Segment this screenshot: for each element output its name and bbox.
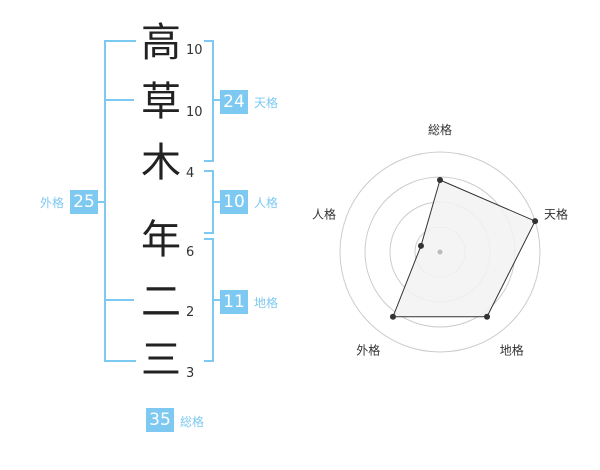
radar-point-2 <box>532 218 539 225</box>
stroke-count-6: 3 <box>186 366 195 381</box>
jinkaku-label: 人格 <box>254 196 279 210</box>
soukaku-label: 総格 <box>180 415 205 429</box>
stroke-count-2: 10 <box>186 105 203 120</box>
name-char-2: 草 <box>141 79 181 125</box>
jinkaku-value: 10 <box>220 190 248 214</box>
gaikaku-label: 外格 <box>40 196 65 210</box>
radar-area <box>392 179 536 318</box>
name-char-4: 年 <box>141 217 181 263</box>
radar-center-dot <box>437 249 443 255</box>
tenkaku-bracket-tick <box>212 99 220 101</box>
name-char-1: 高 <box>141 20 181 66</box>
jinkaku-bracket-tick <box>212 201 220 203</box>
radar-axis-label-3: 地格 <box>500 343 524 358</box>
name-char-3: 木 <box>141 140 181 186</box>
radar-point-1 <box>437 177 443 183</box>
radar-axis-label-5: 人格 <box>312 206 336 221</box>
name-char-5: 二 <box>141 279 181 325</box>
stroke-count-1: 10 <box>186 43 203 58</box>
radar-axis-label-1: 総格 <box>428 122 452 137</box>
gaikaku-connector <box>98 201 106 203</box>
radar-point-5 <box>417 242 424 249</box>
gaikaku-bracket-tick-1 <box>106 99 134 101</box>
tenkaku-bracket <box>204 40 214 162</box>
gaikaku-bracket-tick-2 <box>106 299 134 301</box>
radar-point-4 <box>389 313 396 320</box>
chikaku-bracket-tick <box>212 299 220 301</box>
tenkaku-label: 天格 <box>254 96 279 110</box>
radar-point-3 <box>484 313 491 320</box>
gaikaku-value: 25 <box>70 190 98 214</box>
radar-axis-label-2: 天格 <box>544 206 568 221</box>
tenkaku-value: 24 <box>220 90 248 114</box>
stroke-count-4: 6 <box>186 245 195 260</box>
radar-axis-label-4: 外格 <box>356 343 380 358</box>
chikaku-label: 地格 <box>254 296 279 310</box>
stroke-count-5: 2 <box>186 305 195 320</box>
radar-ring-4 <box>339 151 541 353</box>
name-char-6: 三 <box>141 337 181 383</box>
gaikaku-bracket <box>104 40 136 362</box>
chikaku-value: 11 <box>220 290 248 314</box>
stroke-count-3: 4 <box>186 166 195 181</box>
soukaku-value: 35 <box>146 408 174 432</box>
